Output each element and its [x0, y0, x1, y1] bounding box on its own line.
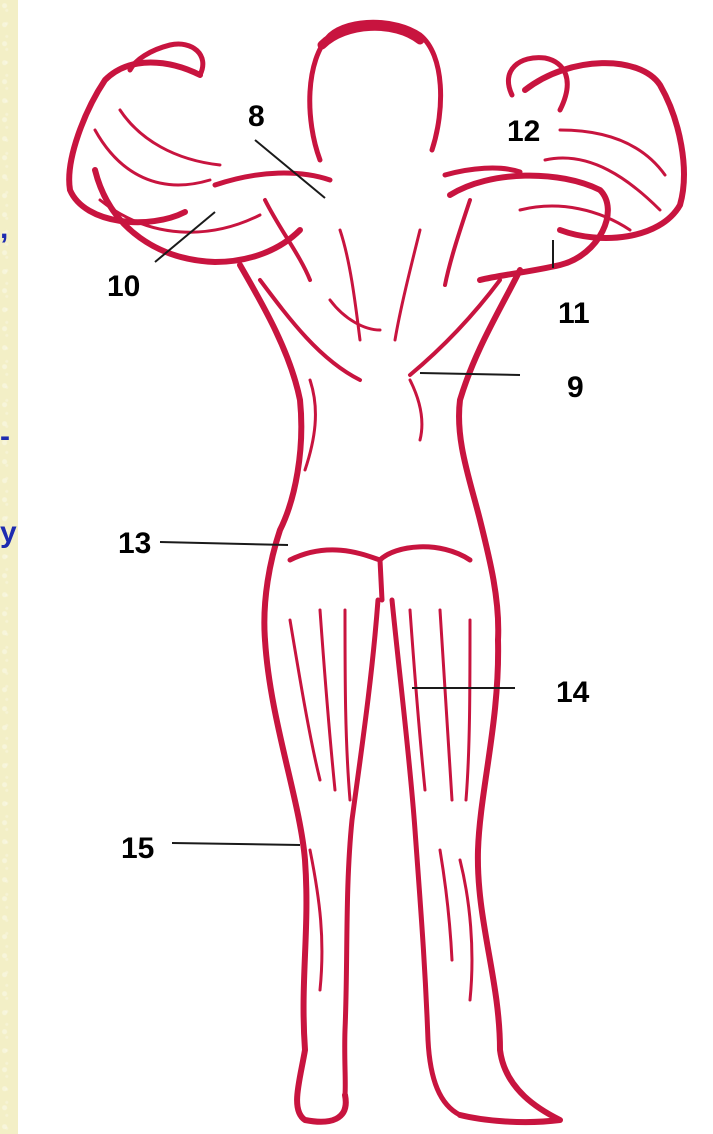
leader-line-9	[420, 373, 520, 375]
label-8: 8	[248, 100, 265, 133]
left-forearm	[69, 63, 200, 223]
label-13: 13	[118, 527, 151, 560]
right-leg-outer	[460, 640, 560, 1122]
back-details	[305, 230, 422, 470]
label-9: 9	[567, 371, 584, 404]
glutes	[290, 547, 470, 600]
label-11: 11	[558, 297, 590, 330]
right-leg-inner	[392, 600, 460, 1115]
torso-right	[459, 270, 520, 640]
body-figure	[69, 22, 684, 1122]
label-10: 10	[107, 270, 140, 303]
right-arm-inner	[520, 130, 665, 230]
label-15: 15	[121, 832, 154, 865]
leader-line-13	[160, 542, 288, 545]
right-upper-arm	[450, 176, 608, 280]
left-leg-inner	[345, 600, 378, 1095]
shoulder-blades	[265, 200, 470, 285]
label-14: 14	[556, 676, 590, 709]
label-12: 12	[507, 115, 540, 148]
leg-muscle-lines	[290, 610, 472, 1000]
right-forearm	[525, 63, 684, 238]
leader-line-15	[172, 843, 300, 845]
